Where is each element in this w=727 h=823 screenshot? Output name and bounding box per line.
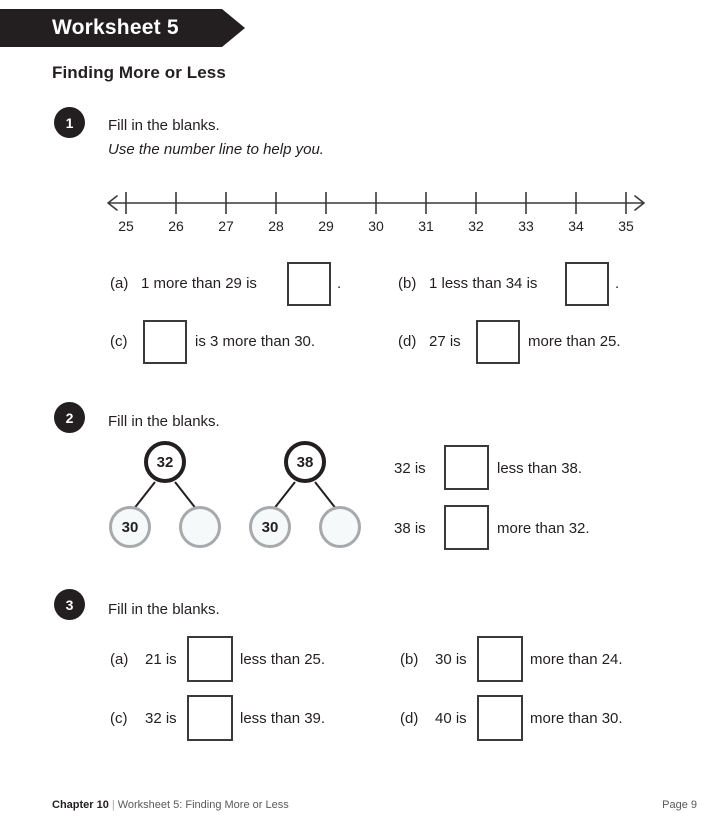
q1-part-d-answer-box[interactable] (476, 320, 520, 364)
number-bond-2-part-right[interactable] (319, 506, 361, 548)
q2-statement-2-before: 38 is (394, 520, 426, 537)
q3-part-d-text-before: 40 is (435, 710, 467, 727)
q2-statement-2-after: more than 32. (497, 520, 590, 537)
q3-part-d-answer-box[interactable] (477, 695, 523, 741)
number-bond-2-connectors (272, 481, 338, 511)
question-badge-2: 2 (54, 402, 85, 433)
footer-chapter: Chapter 10 (52, 799, 109, 811)
q3-part-c-text-after: less than 39. (240, 710, 326, 727)
number-bond-2: 38 30 (245, 440, 365, 550)
number-line-tick-31: 31 (418, 218, 434, 234)
q3-part-b-label: (b) (400, 651, 419, 668)
worksheet-banner-title: Worksheet 5 (52, 16, 179, 39)
question-badge-1: 1 (54, 107, 85, 138)
footer-worksheet-title: Worksheet 5: Finding More or Less (117, 799, 289, 811)
q1-part-b-label: (b) (398, 275, 417, 292)
number-bond-1-part-left: 30 (109, 506, 151, 548)
q3-part-c-answer-box[interactable] (187, 695, 233, 741)
q1-part-c-text-after: is 3 more than 30. (195, 333, 316, 350)
q1-part-b-answer-box[interactable] (565, 262, 609, 306)
q3-part-c-text-before: 32 is (145, 710, 177, 727)
q3-part-b-text-after: more than 24. (530, 651, 623, 668)
number-line-tick-25: 25 (118, 218, 134, 234)
number-bond-1-whole: 32 (144, 441, 186, 483)
q3-part-b-answer-box[interactable] (477, 636, 523, 682)
number-bond-1-connectors (132, 481, 198, 511)
q1-part-a-answer-box[interactable] (287, 262, 331, 306)
question-stem-1: Fill in the blanks. Use the number line … (108, 114, 324, 162)
q3-part-a-label: (a) (110, 651, 129, 668)
number-line-tick-35: 35 (618, 218, 634, 234)
number-line-tick-34: 34 (568, 218, 584, 234)
q1-part-c-label: (c) (110, 333, 128, 350)
q1-part-c-answer-box[interactable] (143, 320, 187, 364)
q3-part-d-text-after: more than 30. (530, 710, 623, 727)
q3-part-a-text-before: 21 is (145, 651, 177, 668)
q2-statement-1-before: 32 is (394, 460, 426, 477)
question-stem-3: Fill in the blanks. (108, 601, 220, 618)
number-line-tick-27: 27 (218, 218, 234, 234)
question-stem-1-line1: Fill in the blanks. (108, 117, 220, 134)
q1-part-d-text-after: more than 25. (528, 333, 621, 350)
q1-part-d-label: (d) (398, 333, 417, 350)
number-line-graphic (107, 192, 645, 214)
number-bond-2-part-left: 30 (249, 506, 291, 548)
q2-statement-1-answer-box[interactable] (444, 445, 489, 490)
question-stem-2: Fill in the blanks. (108, 413, 220, 430)
worksheet-banner: Worksheet 5 (0, 9, 245, 47)
number-bond-1-part-right[interactable] (179, 506, 221, 548)
q1-part-d-text-before: 27 is (429, 333, 461, 350)
number-line-tick-32: 32 (468, 218, 484, 234)
number-line-tick-29: 29 (318, 218, 334, 234)
q1-part-a-text-after: . (337, 275, 342, 292)
q1-part-b-text-after: . (615, 275, 620, 292)
q3-part-b-text-before: 30 is (435, 651, 467, 668)
number-line-tick-30: 30 (368, 218, 384, 234)
q3-part-c-label: (c) (110, 710, 128, 727)
q1-part-b-text-before: 1 less than 34 is (429, 275, 538, 292)
question-badge-3: 3 (54, 589, 85, 620)
q3-part-a-text-after: less than 25. (240, 651, 326, 668)
q2-statement-2-answer-box[interactable] (444, 505, 489, 550)
q3-part-a-answer-box[interactable] (187, 636, 233, 682)
number-bond-1: 32 30 (105, 440, 225, 550)
number-line-tick-26: 26 (168, 218, 184, 234)
question-stem-1-line2: Use the number line to help you. (108, 141, 324, 158)
page-title: Finding More or Less (52, 63, 226, 82)
q2-statement-1-after: less than 38. (497, 460, 583, 477)
number-line: 25 26 27 28 29 30 31 32 33 34 35 (100, 188, 652, 240)
footer-left: Chapter 10|Worksheet 5: Finding More or … (52, 799, 289, 811)
number-bond-2-whole: 38 (284, 441, 326, 483)
q3-part-d-label: (d) (400, 710, 419, 727)
number-line-tick-33: 33 (518, 218, 534, 234)
footer-page-number: Page 9 (662, 799, 697, 811)
number-line-tick-28: 28 (268, 218, 284, 234)
q1-part-a-label: (a) (110, 275, 129, 292)
q1-part-a-text-before: 1 more than 29 is (141, 275, 257, 292)
footer-separator: | (111, 799, 115, 811)
